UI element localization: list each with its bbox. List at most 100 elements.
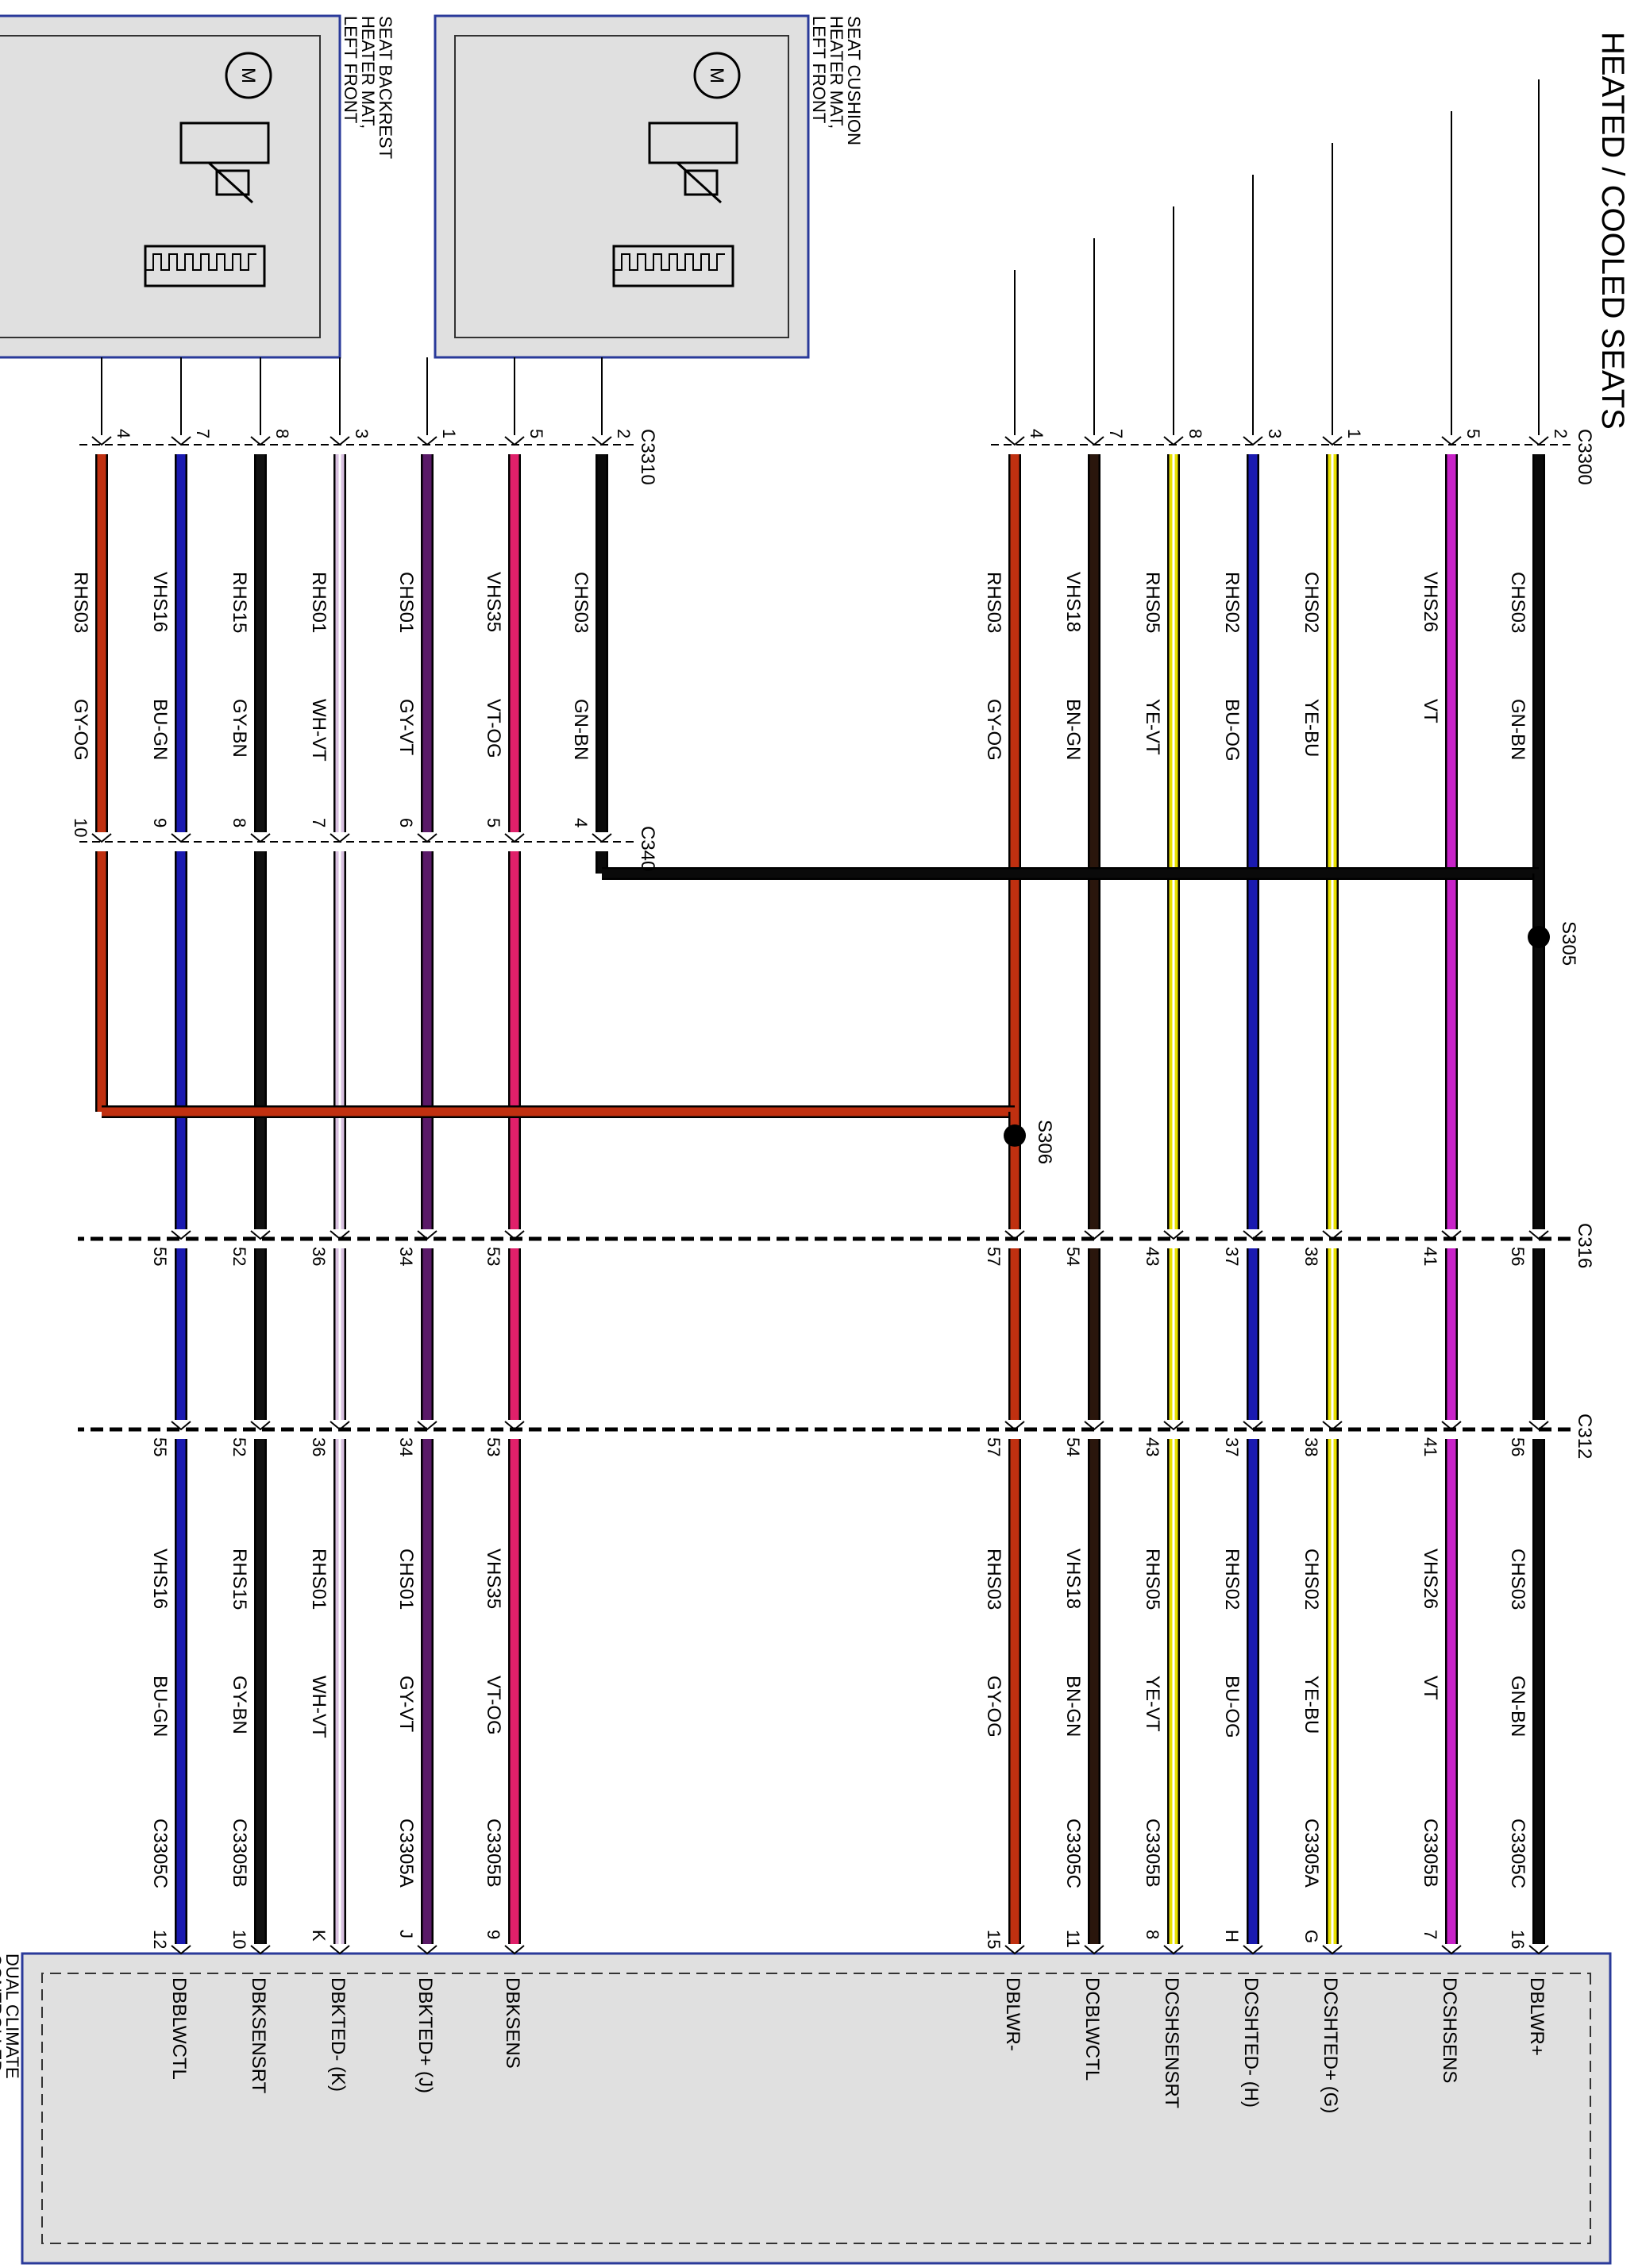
cushion-wire-rhs05-pin-c3300-label: 8 (1185, 429, 1205, 438)
cushion-label-line-2: LEFT FRONT (809, 16, 829, 123)
connector-lines (78, 444, 1571, 1432)
diagram-title: HEATED / COOLED SEATS (1595, 32, 1630, 430)
cushion-wire-rhs03-pin-c312-label: 57 (984, 1437, 1004, 1456)
backrest-wire-vhs16-5-color-label: BU-GN (149, 699, 171, 760)
backrest-wire-rhs01-3-pin-c316-label: 36 (309, 1247, 329, 1266)
backrest-wire-chs03-0-pin-c3310-label: 2 (614, 429, 634, 438)
cushion-wire-chs03-pin-c312 (1528, 1421, 1549, 1431)
cushion-wire-chs02-module-pin-label: G (1301, 1930, 1321, 1943)
cushion-wire-rhs03-pin-c316 (1004, 1230, 1025, 1240)
backrest-wire-vhs35-1-circuit-label-2: VHS35 (483, 1549, 504, 1609)
backrest-wire-chs03-0-pin-c340-label: 4 (571, 818, 591, 827)
cushion-wire-rhs05-pin-c312-label: 43 (1143, 1437, 1162, 1456)
backrest-wire-rhs01-3-pin-c340 (330, 833, 350, 843)
backrest-wire-vhs16-5-pin-c316 (171, 1230, 191, 1240)
cushion-label-line-0: SEAT CUSHION (844, 16, 864, 145)
backrest-wire-rhs03-6-pin-c340-label: 10 (71, 818, 91, 837)
cushion-wire-chs03-color-label: GN-BN (1507, 699, 1528, 760)
cushion-wire-chs02-pin-c312 (1322, 1421, 1343, 1431)
backrest-wire-rhs15-4-circuit-label: RHS15 (229, 572, 250, 633)
cushion-wire-chs03-pin-c3300 (1528, 436, 1549, 446)
backrest-wire-rhs01-3-circuit-label: RHS01 (308, 572, 330, 633)
cushion-wire-rhs05-pin-c316 (1163, 1230, 1184, 1240)
cushion-wire-vhs18-circuit-label-2: VHS18 (1062, 1549, 1084, 1609)
cushion-wire-rhs03-pin-module (1004, 1945, 1025, 1955)
cushion-wire-rhs02-pin-c316-label: 37 (1222, 1247, 1242, 1266)
backrest-blower-control (179, 122, 270, 164)
cushion-wire-rhs02-color-label-2: BU-OG (1221, 1676, 1243, 1738)
backrest-wire-vhs35-1-pin-c3310-label: 5 (526, 429, 546, 438)
cushion-wire-chs03-circuit-label-2: CHS03 (1507, 1549, 1528, 1610)
backrest-wire-rhs15-4-pin-c316 (250, 1230, 271, 1240)
backrest-wire-vhs35-1-pin-c3310 (504, 436, 525, 446)
splice-s305-label: S305 (1558, 921, 1579, 966)
cushion-wire-vhs26-color-label: VT (1420, 699, 1441, 723)
cushion-wire-vhs18-pin-c316-label: 54 (1063, 1247, 1083, 1266)
backrest-wire-vhs35-1-module-pin-label: 9 (484, 1930, 503, 1939)
backrest-wire-chs03-0-pin-c340 (592, 833, 612, 843)
backrest-wire-chs01-2-pin-c3310 (417, 436, 437, 446)
backrest-wire-rhs15-4-pin-c312 (250, 1421, 271, 1431)
backrest-wire-vhs35-1-function-label: DBKSENS (502, 1977, 523, 2069)
backrest-wire-chs01-2-pin-module (417, 1945, 437, 1955)
cushion-wire-rhs02-pin-c316 (1243, 1230, 1263, 1240)
backrest-wire-rhs15-4-module-conn-label: C3305B (229, 1819, 250, 1888)
backrest-wire-rhs01-3-circuit-label-2: RHS01 (308, 1549, 330, 1610)
backrest-wire-rhs03-6-circuit-label: RHS03 (70, 572, 91, 633)
module-label-line-1: CONTROLLED (0, 1954, 5, 2073)
cushion-wire-vhs26-color-label-2: VT (1420, 1676, 1441, 1700)
cushion-wire-vhs18-module-pin-label: 11 (1063, 1930, 1083, 1948)
cushion-heater-element-icon (612, 245, 734, 287)
cushion-wire-rhs02-module-pin-label: H (1222, 1930, 1242, 1942)
backrest-wire-vhs16-5-pin-c340 (171, 833, 191, 843)
cushion-wire-chs03-pin-module (1528, 1945, 1549, 1955)
backrest-wire-vhs16-5-pin-c3310-label: 7 (193, 429, 213, 438)
cushion-wire-rhs02-circuit-label-2: RHS02 (1221, 1549, 1243, 1610)
cushion-wire-chs03-module-pin-label: 16 (1508, 1930, 1528, 1949)
backrest-wire-vhs35-1-pin-c316-label: 53 (484, 1247, 503, 1266)
backrest-wire-vhs16-5-pin-c312 (171, 1421, 191, 1431)
cushion-wire-vhs26-circuit-label-2: VHS26 (1420, 1549, 1441, 1609)
cushion-wire-vhs26-module-conn-label: C3305B (1420, 1819, 1441, 1888)
c3310-label: C3310 (637, 429, 658, 485)
backrest-wire-rhs15-4-pin-c316-label: 52 (229, 1247, 249, 1266)
cushion-label-line-1: HEATER MAT, (827, 16, 846, 129)
cushion-wire-chs02-pin-c3300 (1322, 436, 1343, 446)
cushion-wire-rhs05-circuit-label-2: RHS05 (1142, 1549, 1163, 1610)
cushion-wire-chs02-pin-module (1322, 1945, 1343, 1955)
cushion-wire-chs03-module-conn-label: C3305C (1507, 1819, 1528, 1888)
cushion-wire-vhs26-pin-c3300 (1441, 436, 1462, 446)
dcsm-module (21, 1952, 1612, 2265)
cushion-wire-chs03-function-label: DBLWR+ (1526, 1977, 1548, 2056)
backrest-wire-rhs01-3-pin-c340-label: 7 (309, 818, 329, 827)
backrest-wire-rhs01-3-function-label: DBKTED- (K) (327, 1977, 349, 2092)
backrest-wire-chs01-2-circuit-label: CHS01 (395, 572, 417, 633)
svg-text:M: M (706, 68, 727, 83)
backrest-wire-vhs35-1-pin-c316 (504, 1230, 525, 1240)
cushion-wire-vhs18-pin-c3300-label: 7 (1106, 429, 1126, 438)
cushion-wire-rhs05-pin-c312 (1163, 1421, 1184, 1431)
cushion-wire-rhs02-pin-c3300-label: 3 (1265, 429, 1285, 438)
cushion-wire-vhs26-function-label: DCSHSENS (1439, 1977, 1460, 2083)
cushion-wire-rhs02-pin-c312 (1243, 1421, 1263, 1431)
backrest-wire-rhs15-4-pin-c340 (250, 833, 271, 843)
cushion-wire-vhs18-pin-c3300 (1084, 436, 1104, 446)
cushion-wire-vhs26-circuit-label: VHS26 (1420, 572, 1441, 632)
cushion-wire-rhs05-pin-c3300 (1163, 436, 1184, 446)
backrest-wire-chs01-2-circuit-label-2: CHS01 (395, 1549, 417, 1610)
cushion-wire-rhs05-pin-module (1163, 1945, 1184, 1955)
backrest-wire-rhs03-6-pin-c3310-label: 4 (114, 429, 133, 438)
splice-s305-dot (1528, 926, 1550, 948)
module-label: DUAL CLIMATECONTROLLEDSEAT MODULE (DCSM)… (0, 1954, 22, 2079)
cushion-wire-vhs18-pin-module (1084, 1945, 1104, 1955)
cushion-wire-rhs05-pin-c316-label: 43 (1143, 1247, 1162, 1266)
cushion-wire-rhs05-color-label: YE-VT (1142, 699, 1163, 755)
backrest-heater-mat: M (0, 14, 341, 359)
backrest-wire-rhs01-3-pin-module (330, 1945, 350, 1955)
backrest-wire-rhs15-4-color-label-2: GY-BN (229, 1676, 250, 1734)
backrest-wire-rhs01-3-pin-c3310 (330, 436, 350, 446)
backrest-wire-vhs16-5-pin-c316-label: 55 (150, 1247, 170, 1266)
cushion-wire-chs02-pin-c312-label: 38 (1301, 1437, 1321, 1456)
backrest-wire-vhs16-5-pin-module (171, 1945, 191, 1955)
